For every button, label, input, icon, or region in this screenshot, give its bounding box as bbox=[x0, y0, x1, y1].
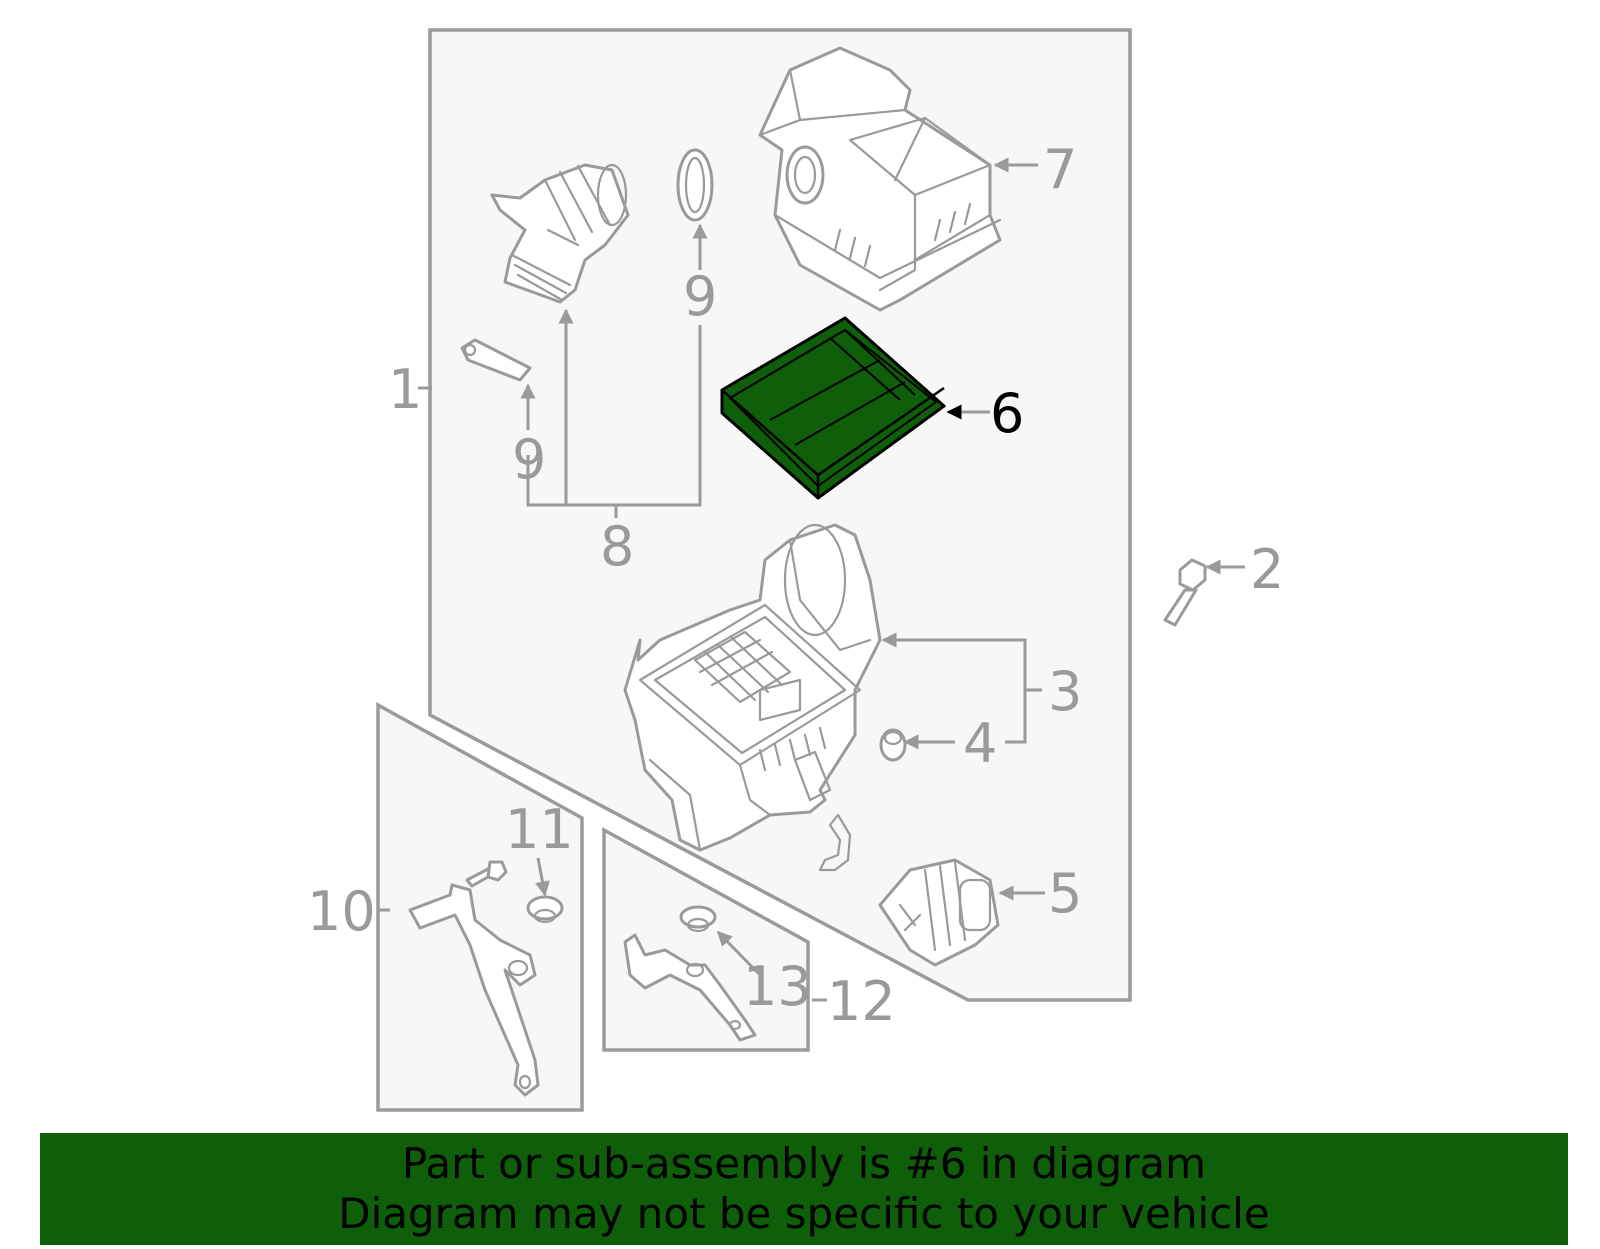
part-6-air-filter[interactable] bbox=[720, 316, 946, 500]
part-12-bracket[interactable] bbox=[623, 933, 757, 1042]
callout-13: 13 bbox=[743, 955, 812, 1018]
callout-11: 11 bbox=[505, 798, 574, 861]
part-11-grommet[interactable] bbox=[526, 895, 564, 924]
banner-line-2: Diagram may not be specific to your vehi… bbox=[338, 1189, 1270, 1238]
part-4-grommet[interactable] bbox=[879, 728, 907, 762]
part-2-bolt[interactable] bbox=[1163, 558, 1207, 627]
part-3-hose-clip[interactable] bbox=[818, 813, 852, 872]
part-10-bracket[interactable] bbox=[408, 883, 540, 1097]
info-banner: Part or sub-assembly is #6 in diagram Di… bbox=[40, 1133, 1568, 1245]
callout-3: 3 bbox=[1048, 660, 1082, 723]
callout-5: 5 bbox=[1048, 862, 1082, 925]
part-13-grommet[interactable] bbox=[679, 905, 717, 933]
callout-1: 1 bbox=[388, 358, 422, 421]
part-9-clamp-lower[interactable] bbox=[460, 338, 532, 382]
part-8-intake-duct[interactable] bbox=[490, 163, 630, 304]
assembly-12-box bbox=[602, 827, 810, 1052]
part-7-air-cleaner-cover[interactable] bbox=[758, 46, 1002, 312]
assembly-10-box bbox=[376, 702, 584, 1112]
callout-9-lower: 9 bbox=[512, 428, 546, 491]
assembly-1-box bbox=[428, 28, 1132, 1002]
callout-12: 12 bbox=[827, 970, 896, 1033]
part-5-inlet-duct[interactable] bbox=[878, 858, 1000, 967]
part-10-bolt[interactable] bbox=[465, 860, 508, 888]
callout-7: 7 bbox=[1043, 138, 1077, 201]
callout-9-upper: 9 bbox=[683, 265, 717, 328]
callout-10: 10 bbox=[307, 880, 376, 943]
callout-4: 4 bbox=[963, 712, 997, 775]
leader-lines bbox=[378, 157, 1245, 1002]
part-3-air-cleaner-housing[interactable] bbox=[623, 523, 882, 852]
callout-2: 2 bbox=[1250, 538, 1284, 601]
parts-diagram: 1 2 3 4 5 6 7 8 9 9 10 11 12 13 bbox=[307, 28, 1284, 1112]
part-9-clamp-upper[interactable] bbox=[676, 148, 714, 222]
callout-8: 8 bbox=[600, 515, 634, 578]
callout-6[interactable]: 6 bbox=[990, 382, 1024, 445]
banner-line-1: Part or sub-assembly is #6 in diagram bbox=[401, 1139, 1207, 1188]
